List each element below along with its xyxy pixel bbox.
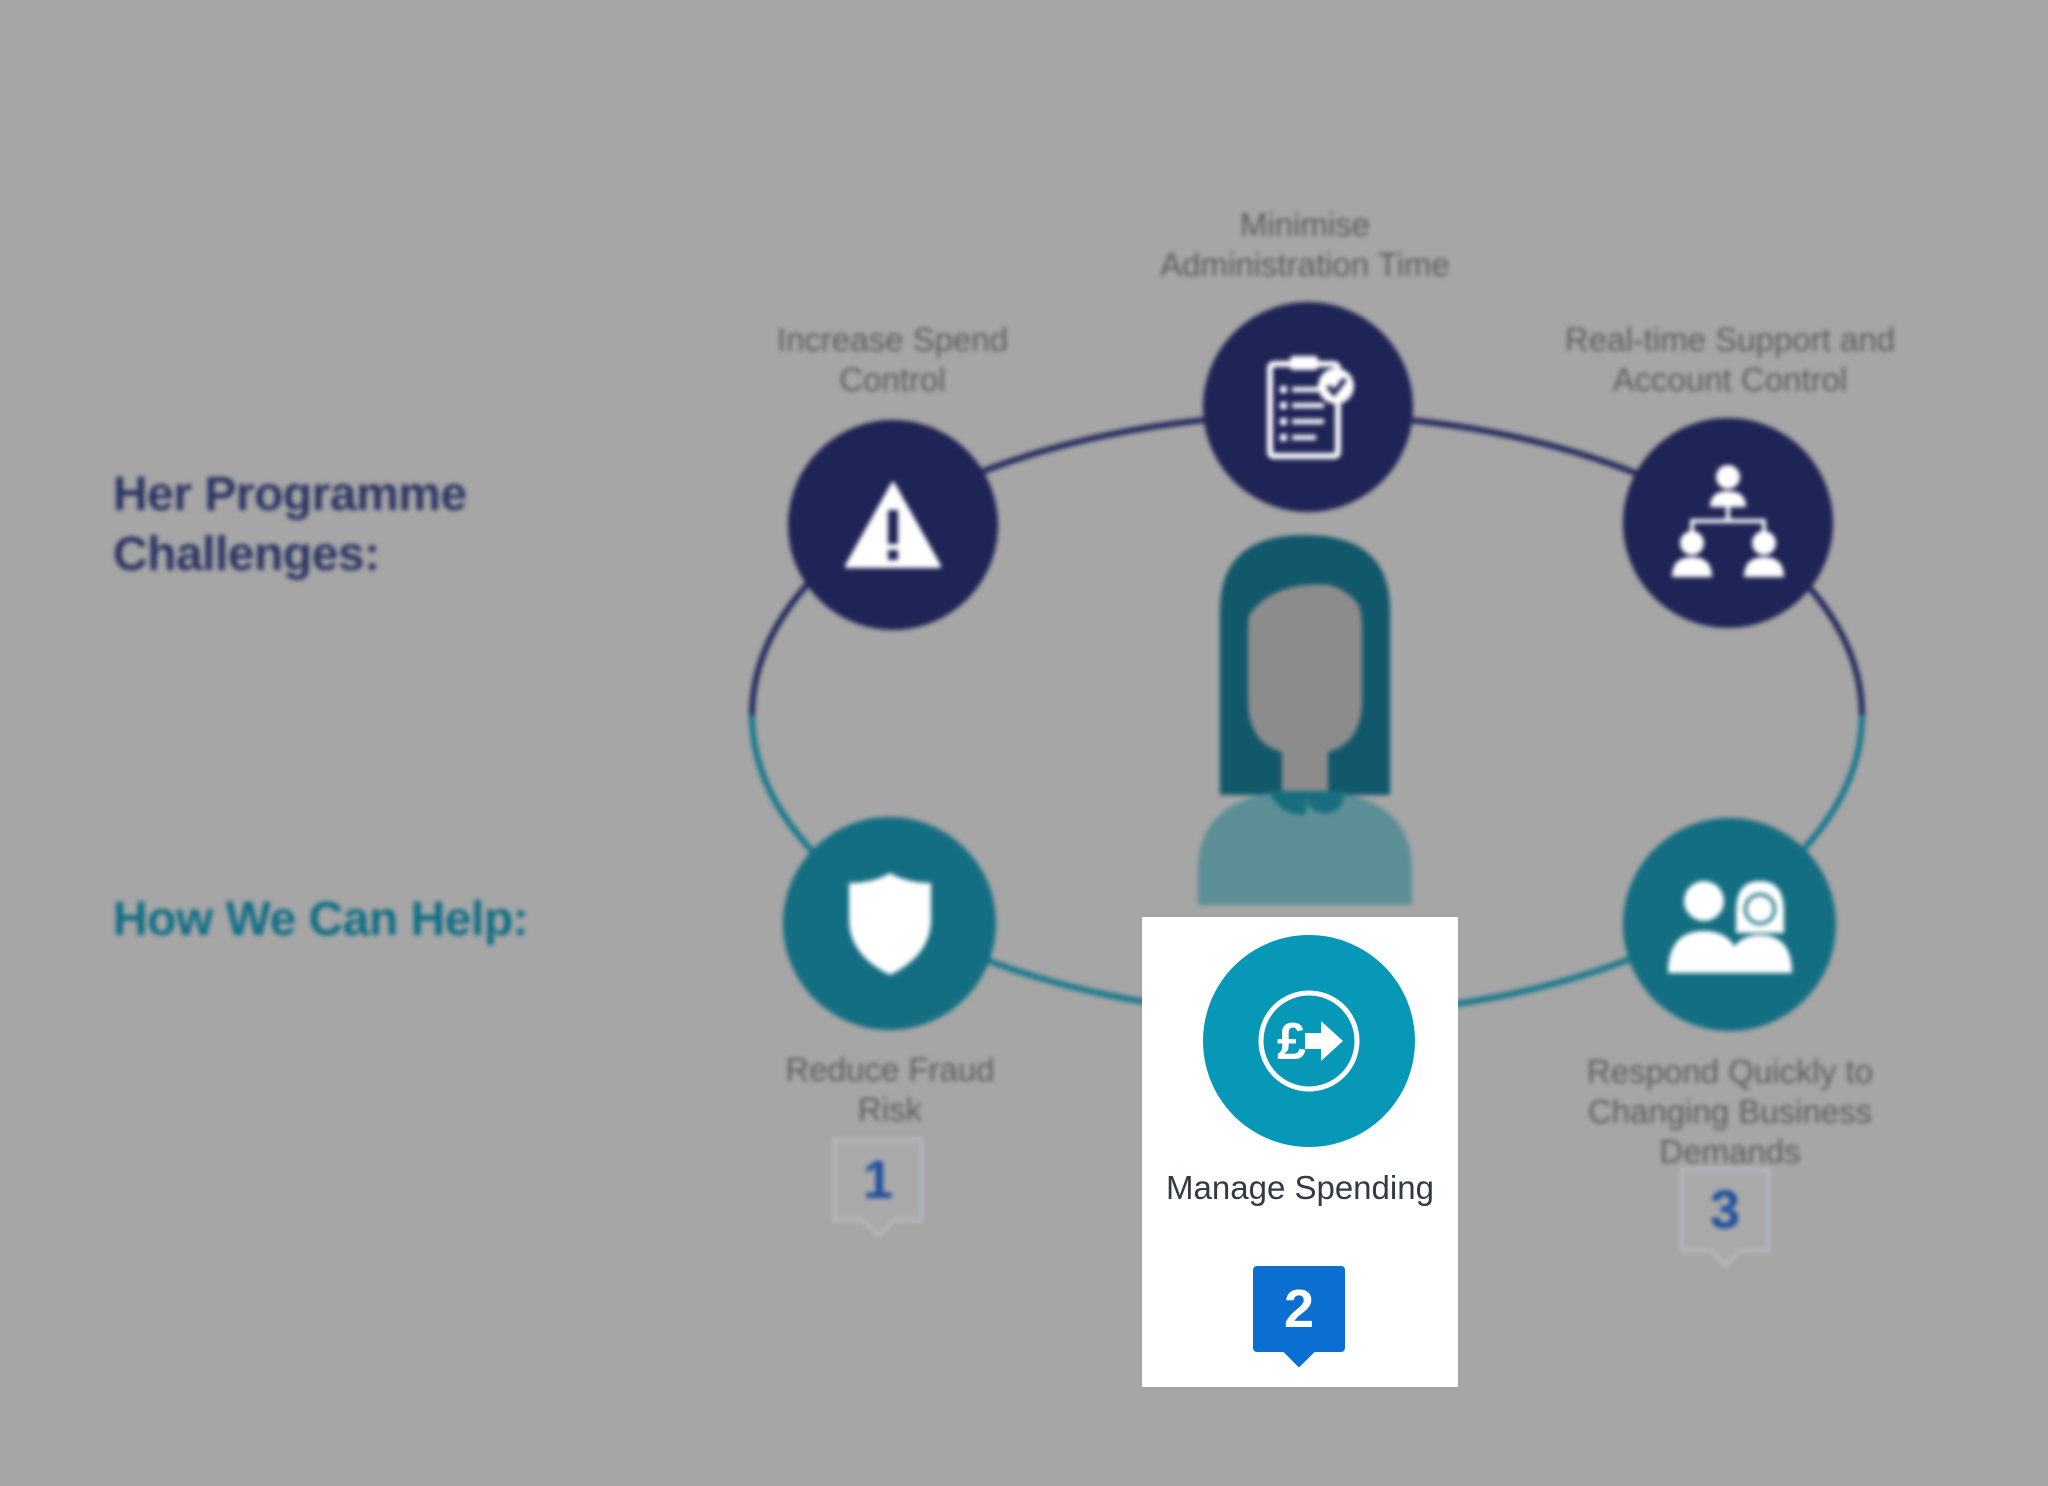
challenge-spend-control [788, 420, 998, 630]
org-chart-icon [1672, 465, 1784, 577]
challenges-heading: Her Programme Challenges: [113, 468, 467, 581]
challenge-label-admin-time: Minimise Administration Time [1160, 206, 1450, 283]
solution-manage-spending[interactable]: £ [1203, 935, 1415, 1147]
challenge-label-support: Real-time Support and Account Control [1564, 321, 1896, 398]
solution-label-manage-spending: Manage Spending [1166, 1169, 1434, 1206]
solution-label-business-demands: Respond Quickly to Changing Business Dem… [1586, 1053, 1874, 1170]
pound-transfer-icon: £ [1258, 990, 1360, 1092]
solution-number-1[interactable]: 1 [833, 1138, 923, 1222]
solution-number-2[interactable]: 2 [1253, 1266, 1345, 1352]
people-icon [1667, 880, 1792, 973]
solution-number-3[interactable]: 3 [1680, 1168, 1770, 1252]
warning-icon [845, 482, 941, 568]
challenge-support [1623, 418, 1833, 628]
challenge-admin-time [1203, 302, 1413, 512]
shield-icon [848, 872, 931, 975]
solution-business-demands [1623, 818, 1836, 1031]
solution-label-fraud-risk: Reduce Fraud Risk [785, 1051, 995, 1128]
solution-fraud-risk [783, 817, 996, 1030]
help-heading: How We Can Help: [113, 893, 529, 946]
challenge-label-spend-control: Increase Spend Control [776, 321, 1009, 398]
woman-illustration [1198, 535, 1412, 905]
svg-text:£: £ [1277, 1013, 1306, 1071]
checklist-icon [1267, 356, 1354, 459]
